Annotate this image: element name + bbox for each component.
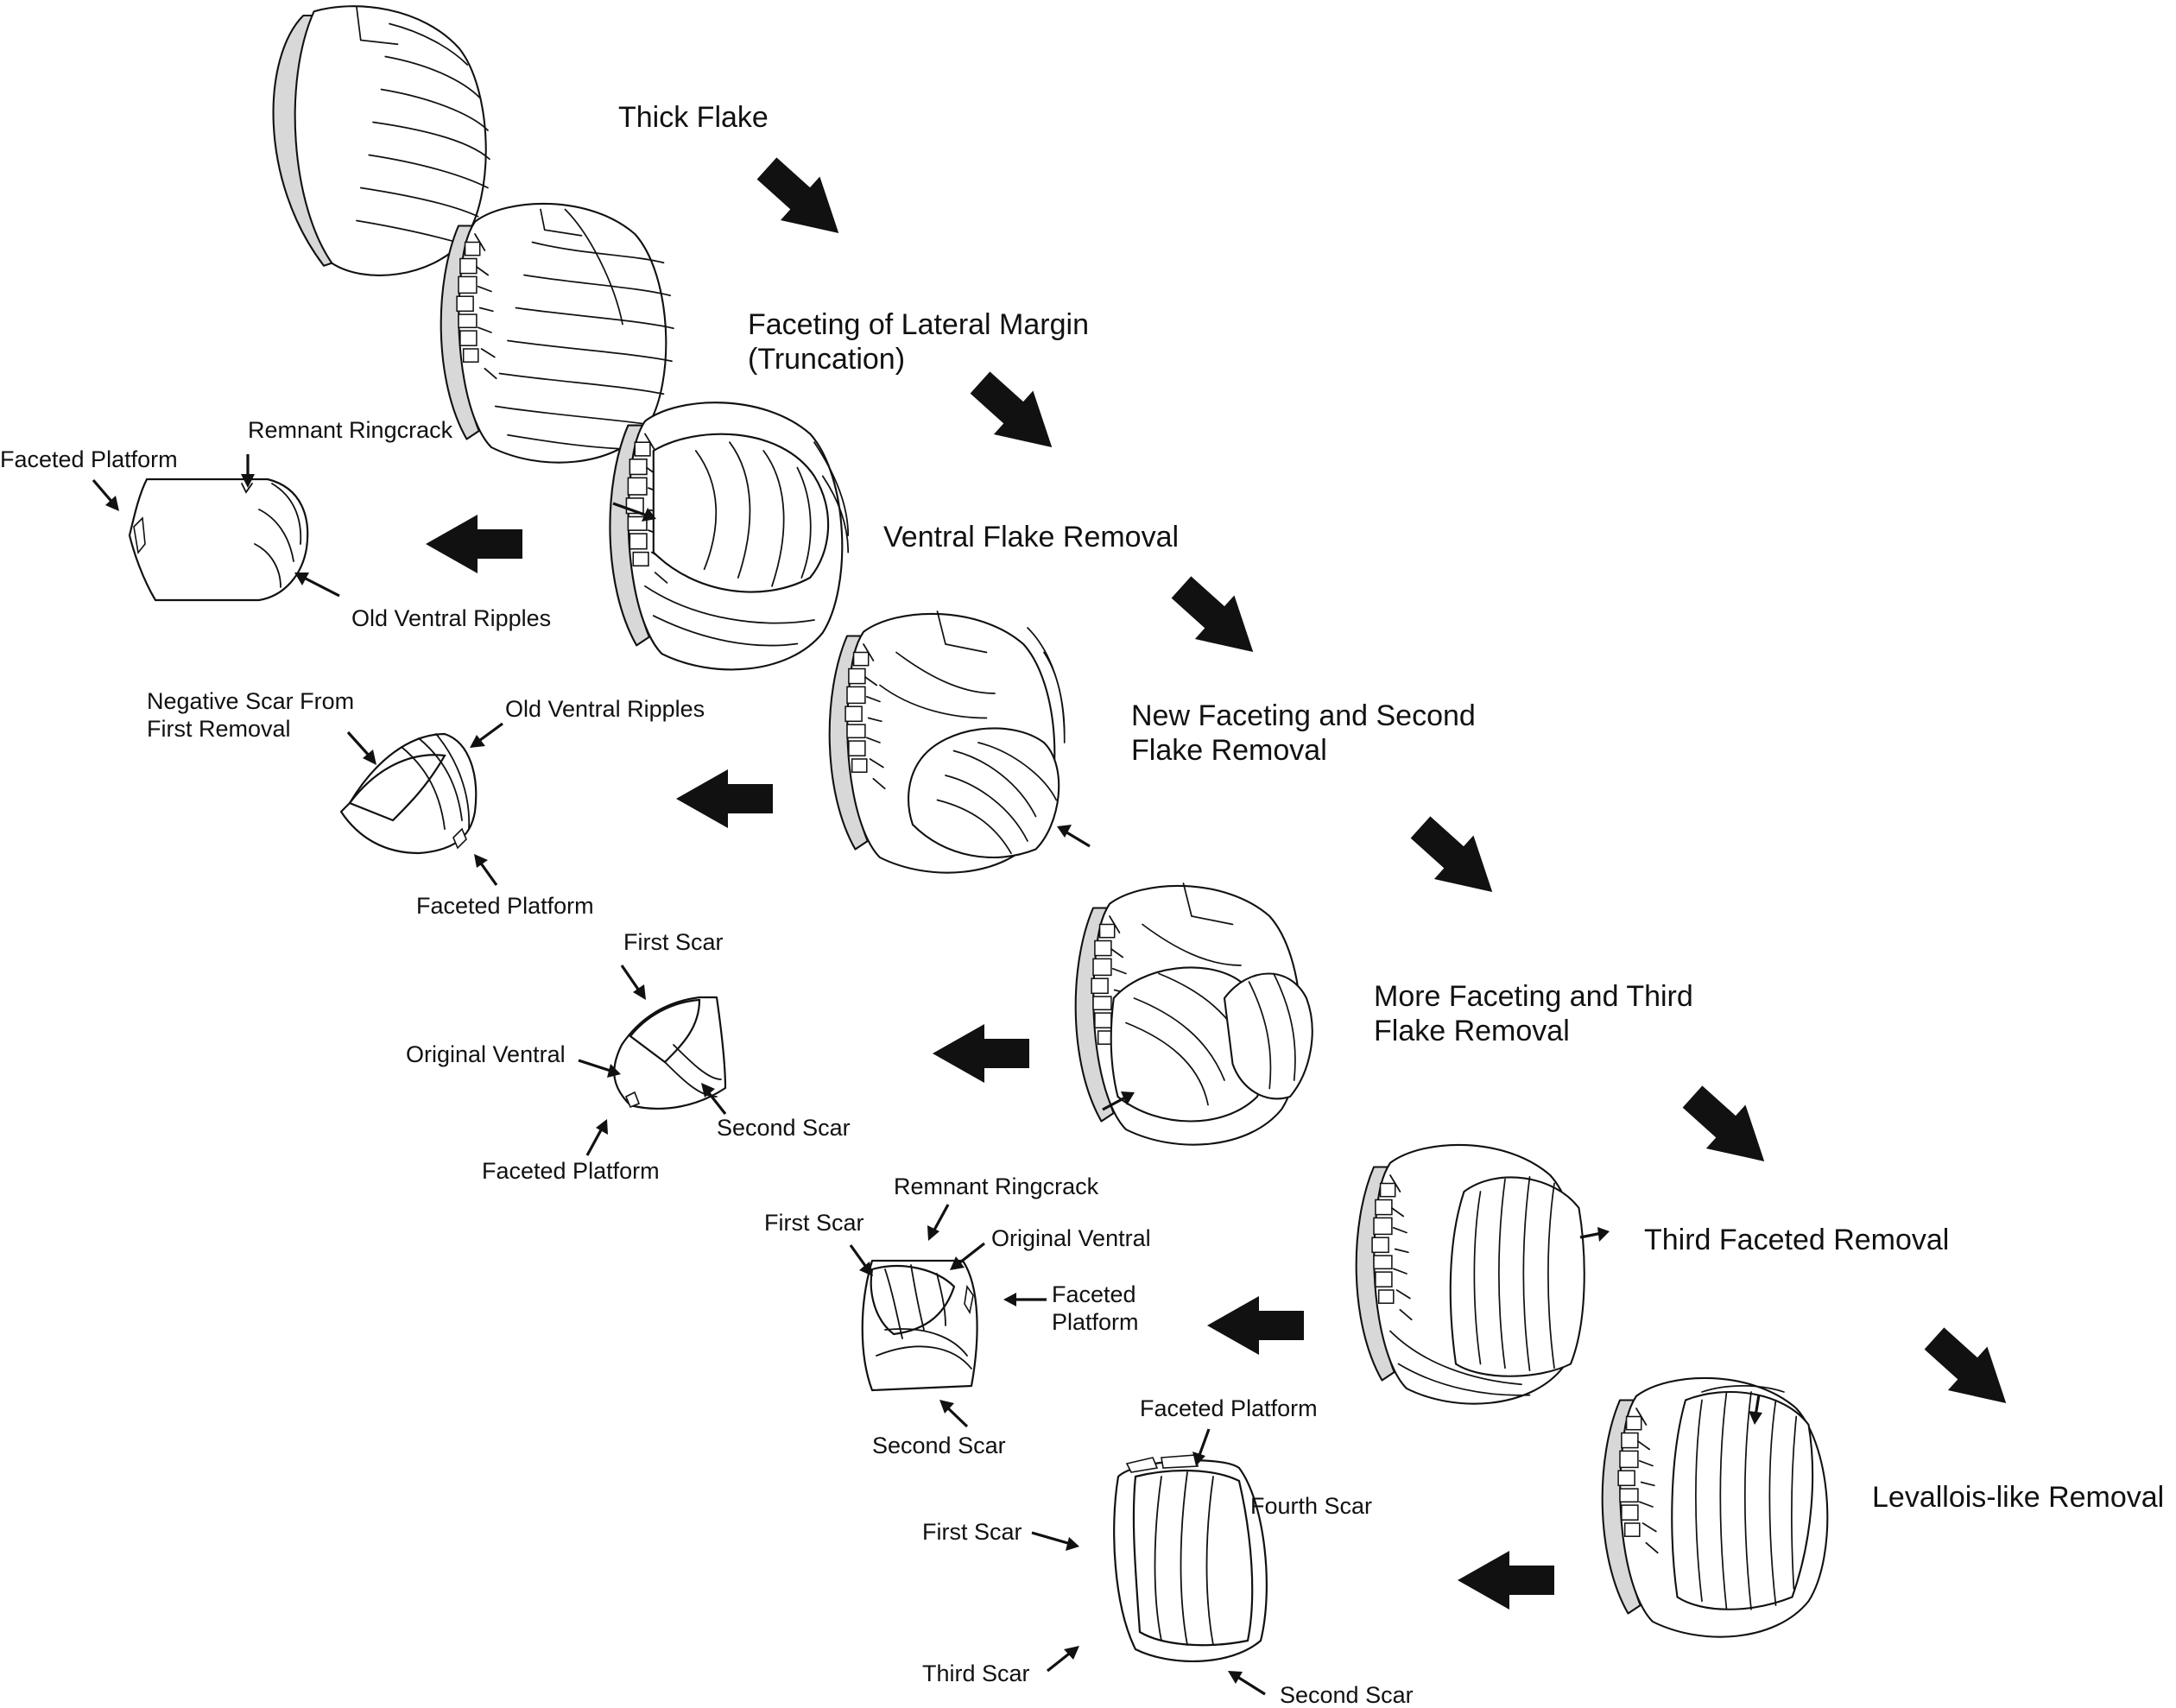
pointer-icon (1579, 1227, 1610, 1242)
label-thick-flake: Thick Flake (618, 101, 769, 134)
flake1-faceted-platform: Faceted Platform (0, 446, 178, 472)
pointer-icon (294, 572, 340, 598)
big-arrow-step-1 (747, 146, 858, 256)
core-thick-flake (272, 5, 490, 276)
pointer-icon (612, 502, 656, 522)
flake1-old-ventral-ripples: Old Ventral Ripples (351, 605, 551, 631)
pointer-icon (849, 1244, 873, 1276)
flake5-faceted-platform: Faceted Platform (1140, 1395, 1318, 1421)
pointer-icon (620, 965, 646, 1000)
big-arrow-step-4 (1401, 805, 1512, 914)
pointer-icon (1192, 1428, 1211, 1466)
pointer-icon (927, 1204, 950, 1241)
label-third-faceted-removal: Third Faceted Removal (1644, 1224, 1949, 1256)
flake3-first-scar: First Scar (623, 929, 724, 955)
flake4-faceted-line1: Faceted (1052, 1281, 1136, 1307)
flake3-original-ventral: Original Ventral (406, 1041, 566, 1067)
pointer-icon (92, 478, 119, 511)
big-arrow-flake-4 (1207, 1296, 1304, 1355)
pointers (92, 454, 1762, 1696)
flake1-remnant-ringcrack: Remnant Ringcrack (248, 417, 453, 443)
pointer-icon (470, 722, 503, 748)
big-arrow-step-2 (960, 360, 1072, 470)
pointer-icon (1749, 1394, 1762, 1425)
pointer-icon (701, 1083, 727, 1115)
flake4-first-scar: First Scar (764, 1210, 864, 1236)
pointer-icon (1047, 1646, 1079, 1673)
big-arrow-flake-2 (676, 769, 773, 828)
flake-1 (128, 478, 309, 602)
label-more-faceting-line2: Flake Removal (1374, 1015, 1570, 1047)
pointer-icon (1003, 1293, 1047, 1306)
big-arrow-flake-5 (1458, 1551, 1554, 1610)
flake4-original-ventral: Original Ventral (991, 1225, 1151, 1251)
label-new-faceting-line1: New Faceting and Second (1131, 699, 1476, 732)
flake3-second-scar: Second Scar (717, 1115, 851, 1141)
pointer-icon (578, 1059, 621, 1078)
flake-2 (339, 732, 478, 855)
flake4-remnant-ringcrack: Remnant Ringcrack (894, 1173, 1099, 1199)
flake2-negative-scar-line1: Negative Scar From (147, 688, 354, 714)
pointer-icon (1031, 1531, 1079, 1551)
big-arrow-step-3 (1161, 565, 1273, 674)
pointer-icon (1102, 1091, 1135, 1111)
pointer-icon (1228, 1671, 1266, 1696)
core-second-removal (828, 610, 1066, 874)
flake-4 (861, 1259, 978, 1392)
flake4-faceted-line2: Platform (1052, 1309, 1139, 1335)
big-arrow-step-6 (1914, 1316, 2026, 1426)
pointer-icon (1057, 825, 1091, 848)
flake-3 (613, 996, 727, 1110)
label-more-faceting-line1: More Faceting and Third (1374, 980, 1693, 1013)
flake2-negative-scar-line2: First Removal (147, 716, 291, 742)
label-faceting-line2: (Truncation) (748, 343, 905, 376)
core-third-removal (1074, 882, 1313, 1146)
label-new-faceting-line2: Flake Removal (1131, 734, 1327, 767)
flake2-old-ventral-ripples: Old Ventral Ripples (505, 696, 705, 722)
pointer-icon (346, 731, 376, 765)
pointer-icon (474, 854, 498, 886)
core-faceted-margin (440, 202, 674, 464)
core-ventral-removal (609, 402, 850, 671)
label-levallois-like-removal: Levallois-like Removal (1872, 1481, 2164, 1514)
pointer-icon (939, 1400, 969, 1428)
label-faceting-line1: Faceting of Lateral Margin (748, 308, 1089, 341)
flake4-second-scar: Second Scar (872, 1433, 1006, 1458)
flake-5 (1113, 1454, 1268, 1663)
flake3-faceted-platform: Faceted Platform (482, 1158, 660, 1184)
pointer-icon (241, 454, 255, 488)
core-third-faceted (1355, 1143, 1585, 1405)
flake2-faceted-platform: Faceted Platform (416, 893, 594, 919)
flake5-third-scar: Third Scar (922, 1661, 1030, 1686)
pointer-icon (950, 1242, 985, 1270)
flake5-second-scar: Second Scar (1280, 1682, 1414, 1708)
flake5-fourth-scar: Fourth Scar (1250, 1493, 1372, 1519)
flake5-first-scar: First Scar (922, 1519, 1022, 1545)
label-ventral-flake-removal: Ventral Flake Removal (883, 521, 1179, 554)
big-arrow-step-5 (1673, 1074, 1784, 1184)
core-levallois-like (1601, 1376, 1829, 1638)
big-arrow-flake-3 (933, 1024, 1029, 1083)
big-arrow-flake-1 (426, 515, 522, 573)
pointer-icon (585, 1119, 608, 1156)
